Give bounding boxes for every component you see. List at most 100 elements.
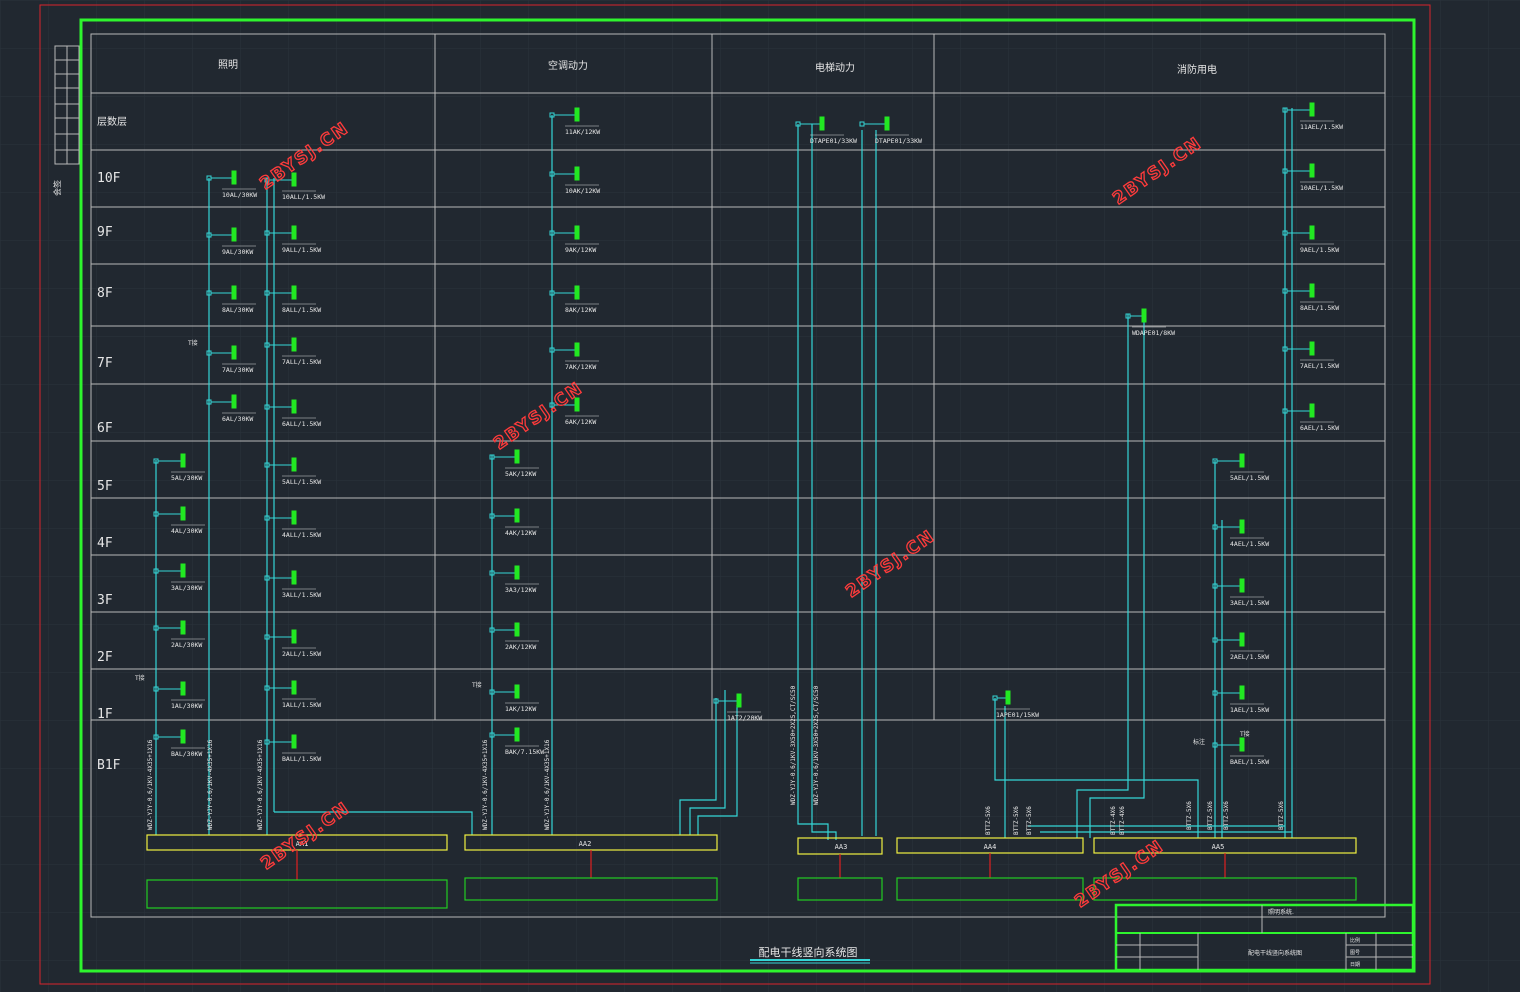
panel-hvac-a-5[interactable]: BAK/7.15KW (489, 727, 544, 756)
panel-fire-b-4[interactable]: 7AEL/1.5KW (1282, 341, 1339, 370)
panel-light-b-3[interactable]: 7AL/30KW (206, 345, 256, 374)
breaker-icon (1239, 737, 1245, 752)
panel-fire-a-0[interactable]: 5AEL/1.5KW (1212, 453, 1269, 482)
cabinet-aa4[interactable]: AA4 (896, 837, 1084, 901)
panel-light-a-3[interactable]: 2AL/30KW (153, 620, 205, 649)
drawing-title: 配电干线竖向系统图 (759, 945, 858, 959)
panel-fire-b-5[interactable]: 6AEL/1.5KW (1282, 403, 1339, 432)
floor-label-3f: 3F (97, 593, 113, 608)
panel-label: 6AL/30KW (222, 415, 253, 423)
green-drawing-frame (79, 18, 1416, 973)
panel-fire-a-3[interactable]: 2AEL/1.5KW (1212, 632, 1269, 661)
panel-elevator-1[interactable]: DTAPE01/33KW (795, 116, 857, 145)
panel-light-c-3[interactable]: 7ALL/1.5KW (264, 337, 321, 366)
panel-hvac-a-1[interactable]: 4AK/12KW (489, 508, 539, 537)
panel-fire-a-5[interactable]: BAEL/1.5KW (1212, 737, 1269, 766)
panel-hvac-b-2[interactable]: 9AK/12KW (549, 225, 599, 254)
cabinet-aa5[interactable]: AA5 (1093, 837, 1357, 901)
panel-light-b-1[interactable]: 9AL/30KW (206, 227, 256, 256)
panel-light-b-0[interactable]: 10AL/30KW (206, 170, 257, 199)
panel-label: 3A3/12KW (505, 586, 536, 594)
panel-light-c-6[interactable]: 4ALL/1.5KW (264, 510, 321, 539)
floor-label-5f: 5F (97, 479, 113, 494)
breaker-icon (291, 399, 297, 414)
panel-special-1[interactable]: 1AT2/20KW (713, 693, 762, 722)
panel-light-c-5[interactable]: 5ALL/1.5KW (264, 457, 321, 486)
side-sign-strip: 会签 (52, 45, 80, 196)
panel-fire-a-4[interactable]: 1AEL/1.5KW (1212, 685, 1269, 714)
panel-fire-b-0[interactable]: 11AEL/1.5KW (1282, 102, 1343, 131)
panel-label: 10AK/12KW (565, 187, 600, 195)
panel-light-c-8[interactable]: 2ALL/1.5KW (264, 629, 321, 658)
panel-light-c-2[interactable]: 8ALL/1.5KW (264, 285, 321, 314)
panel-hvac-b-1[interactable]: 10AK/12KW (549, 166, 600, 195)
panel-light-a-4[interactable]: 1AL/30KW (153, 681, 205, 710)
panel-light-c-4[interactable]: 6ALL/1.5KW (264, 399, 321, 428)
cabinet-aa3[interactable]: AA3 (797, 837, 883, 901)
panel-fire-b-3[interactable]: 8AEL/1.5KW (1282, 283, 1339, 312)
breaker-icon (231, 170, 237, 185)
panel-fire-b-1[interactable]: 10AEL/1.5KW (1282, 163, 1343, 192)
panel-light-c-9[interactable]: 1ALL/1.5KW (264, 680, 321, 709)
panel-label: 2ALL/1.5KW (282, 650, 321, 658)
panel-light-a-0[interactable]: 5AL/30KW (153, 453, 205, 482)
panel-label: 2AK/12KW (505, 643, 536, 651)
panel-hvac-a-3[interactable]: 2AK/12KW (489, 622, 539, 651)
panel-fire-a-1[interactable]: 4AEL/1.5KW (1212, 519, 1269, 548)
panel-hvac-b-0[interactable]: 11AK/12KW (549, 107, 600, 136)
breaker-icon (1309, 403, 1315, 418)
panel-light-c-0[interactable]: 10ALL/1.5KW (264, 172, 325, 201)
cabinet-aa1[interactable]: AA1 (146, 834, 448, 909)
breaker-icon (180, 681, 186, 696)
breaker-icon (1239, 632, 1245, 647)
cabinet-aa2[interactable]: AA2 (464, 834, 718, 901)
panel-hvac-a-0[interactable]: 5AK/12KW (489, 449, 539, 478)
panel-elevator-2[interactable]: DTAPE01/33KW (859, 116, 922, 145)
cabinet-label-aa3: AA3 (835, 843, 848, 851)
panel-label: 4AK/12KW (505, 529, 536, 537)
panel-light-c-7[interactable]: 3ALL/1.5KW (264, 570, 321, 599)
cable-label-aa1-a: WDZ-YJY-0.6/1KV-4X35+1X16 (147, 739, 154, 830)
breaker-icon (819, 116, 825, 131)
breaker-icon (180, 563, 186, 578)
panel-label: 3AEL/1.5KW (1230, 599, 1269, 607)
panel-fire-a-2[interactable]: 3AEL/1.5KW (1212, 578, 1269, 607)
title-block-date: 日期 (1350, 962, 1360, 968)
panel-label: 5AK/12KW (505, 470, 536, 478)
panel-hvac-b-5[interactable]: 6AK/12KW (549, 397, 599, 426)
panel-label: 7AL/30KW (222, 366, 253, 374)
panel-fire-pump[interactable]: 1APE01/15KW (992, 690, 1039, 719)
panel-light-c-10[interactable]: BALL/1.5KW (264, 734, 321, 763)
floor-label-8f: 8F (97, 286, 113, 301)
panel-light-b-4[interactable]: 6AL/30KW (206, 394, 256, 423)
panel-label: 6ALL/1.5KW (282, 420, 321, 428)
panel-label: 3ALL/1.5KW (282, 591, 321, 599)
panel-label: 10AL/30KW (222, 191, 257, 199)
breaker-icon (291, 734, 297, 749)
panel-light-c-1[interactable]: 9ALL/1.5KW (264, 225, 321, 254)
red-outer-border (39, 4, 1431, 985)
panel-hvac-b-3[interactable]: 8AK/12KW (549, 285, 599, 314)
panel-light-a-2[interactable]: 3AL/30KW (153, 563, 205, 592)
title-block-scale: 比例 (1350, 937, 1360, 944)
panel-light-a-5[interactable]: BAL/30KW (153, 729, 205, 758)
panel-fire-b-2[interactable]: 9AEL/1.5KW (1282, 225, 1339, 254)
panel-light-b-2[interactable]: 8AL/30KW (206, 285, 256, 314)
section-header-lighting: 照明 (218, 59, 238, 71)
panel-hvac-b-4[interactable]: 7AK/12KW (549, 342, 599, 371)
breaker-icon (1309, 341, 1315, 356)
panel-hvac-a-2[interactable]: 3A3/12KW (489, 565, 539, 594)
panel-hvac-a-4[interactable]: 1AK/12KW (489, 684, 539, 713)
panel-label: 7AEL/1.5KW (1300, 362, 1339, 370)
cabinet-label-aa2: AA2 (579, 840, 592, 848)
breaker-icon (231, 227, 237, 242)
panel-fire-top[interactable]: WDAPE01/8KW (1125, 308, 1175, 337)
cabinet-label-aa5: AA5 (1212, 843, 1225, 851)
breaker-icon (291, 285, 297, 300)
cable-label-aa5-i: BTTZ-5X6 (1278, 801, 1285, 830)
panel-light-a-1[interactable]: 4AL/30KW (153, 506, 205, 535)
t-junction-note-3: T接 (471, 681, 482, 689)
side-strip-label: 会签 (52, 180, 62, 196)
panel-label: 2AL/30KW (171, 641, 202, 649)
